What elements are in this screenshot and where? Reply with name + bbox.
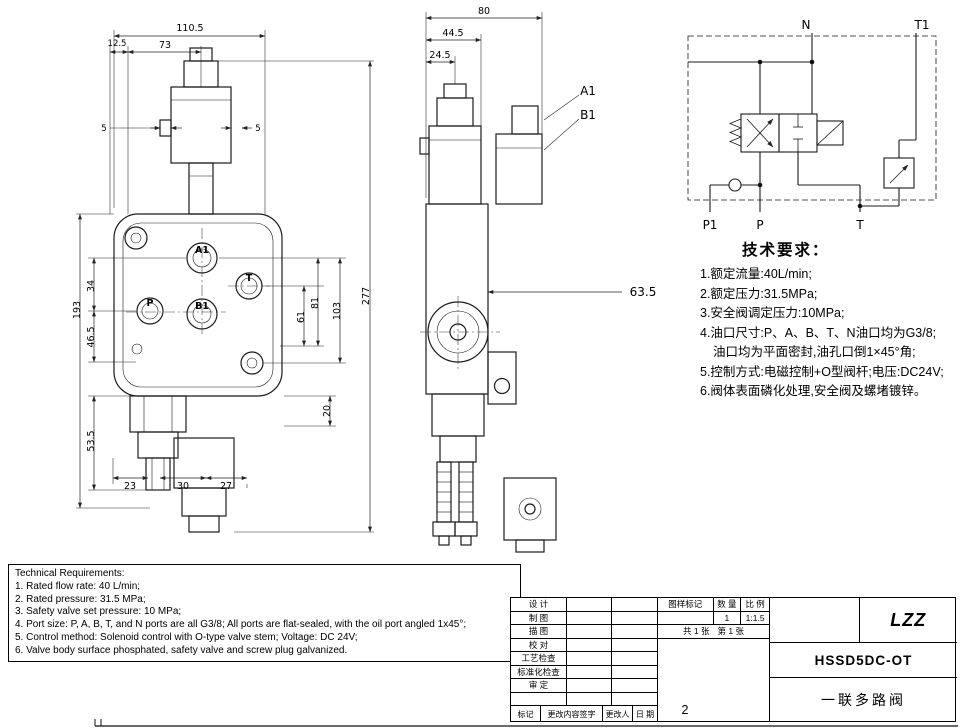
directional-valve-symbol <box>728 113 844 153</box>
solenoid-coil <box>170 86 232 164</box>
schematic-label-t1: T1 <box>914 18 930 32</box>
side-view-dimensions: 80 44.5 24.5 63.5 A1 B1 <box>425 6 657 299</box>
tb-row-label: 标准化检查 <box>511 665 567 678</box>
tech-req-cn-line: 3.安全阀调定压力:10MPa; <box>700 306 845 320</box>
tb-rev-cell: 更改人 <box>603 706 633 722</box>
tech-req-cn-line: 4.油口尺寸:P、A、B、T、N油口均为G3/8; <box>700 325 937 340</box>
tb-row-label: 工艺检查 <box>511 652 567 665</box>
dim-23: 23 <box>124 481 136 492</box>
dim-total-width: 110.5 <box>176 23 203 34</box>
tech-req-en-line: 3. Safety valve set pressure: 10 MPa; <box>15 606 182 618</box>
dim-193: 193 <box>72 301 83 319</box>
dim-81: 81 <box>310 297 321 309</box>
tb-rev-cell: 日 期 <box>635 709 655 719</box>
tb-mark-label: 图样标记 <box>658 598 714 611</box>
tech-req-en-line: 6. Valve body surface phosphated, safety… <box>15 644 348 656</box>
tech-req-en-line: 2. Rated pressure: 31.5 MPa; <box>15 593 146 605</box>
dim-73: 73 <box>159 40 171 51</box>
tb-sheets: 共 1 张 <box>683 626 710 637</box>
dim-5-right: 5 <box>255 124 260 134</box>
dim-80: 80 <box>478 6 490 17</box>
dim-12-5: 12.5 <box>108 39 127 49</box>
tech-req-en-line: 1. Rated flow rate: 40 L/min; <box>15 580 141 592</box>
schematic-label-n: N <box>802 18 811 32</box>
dim-30: 30 <box>177 481 189 492</box>
title-block-signatures: 设 计 制 图 描 图 校 对 工艺检查 标准化检查 审 定 标记 更改内容签字… <box>511 598 657 722</box>
tech-req-cn-line: 2.额定压力:31.5MPa; <box>700 286 818 301</box>
tb-rev-cell: 更改内容签字 <box>541 706 603 722</box>
drawing-number: HSSD5DC-OT <box>770 643 957 678</box>
product-name: 一联多路阀 <box>821 691 906 708</box>
tb-row-label: 设 计 <box>511 598 567 611</box>
tb-row-label: 制 图 <box>511 611 567 624</box>
schematic-boundary <box>687 35 937 201</box>
hydraulic-schematic: N T1 <box>687 18 937 232</box>
tb-row-label <box>511 692 567 705</box>
schematic-label-t: T <box>855 218 864 232</box>
company-logo: LZZ <box>890 609 927 630</box>
title-block-identity: LZZ HSSD5DC-OT 一联多路阀 <box>769 598 957 721</box>
dim-5-left: 5 <box>101 124 106 134</box>
dim-277: 277 <box>361 287 372 305</box>
relief-valve-symbol <box>860 139 916 207</box>
side-view: 80 44.5 24.5 63.5 A1 B1 <box>419 6 657 553</box>
dim-44-5: 44.5 <box>442 28 463 39</box>
front-view-dimensions: 110.5 73 12.5 5 5 34 46.5 53.5 193 277 1… <box>72 23 374 533</box>
tech-req-cn-line: 1.额定流量:40L/min; <box>700 267 812 281</box>
tb-row-label: 审 定 <box>511 679 567 692</box>
tech-req-cn-line: 油口均为平面密封,油孔口倒1×45°角; <box>713 345 916 359</box>
tb-qty-value: 1 <box>714 611 742 624</box>
tb-row-label: 描 图 <box>511 625 567 638</box>
schematic-label-p1: P1 <box>703 218 718 232</box>
tb-revision-row: 标记 更改内容签字 更改人 日 期 <box>511 706 657 722</box>
dim-24-5: 24.5 <box>429 50 450 61</box>
check-valve-symbol <box>728 178 742 192</box>
tech-req-cn-title: 技术要求： <box>742 242 830 259</box>
port-p <box>136 297 164 325</box>
tb-sheet-no: 第 1 张 <box>717 626 744 637</box>
spring-symbol <box>728 118 743 147</box>
tech-req-cn-line: 5.控制方式:电磁控制+O型阀杆;电压:DC24V; <box>700 364 944 379</box>
technical-requirements-en: Technical Requirements: 1. Rated flow ra… <box>8 564 521 662</box>
dim-27: 27 <box>220 481 232 492</box>
valve-body-side <box>425 203 489 395</box>
solenoid-coil-side <box>428 125 482 205</box>
dim-34: 34 <box>86 280 97 292</box>
tech-req-en-line: Technical Requirements: <box>15 568 125 579</box>
tech-req-en-line: 4. Port size: P, A, B, T, and N ports ar… <box>15 619 467 631</box>
tb-row-label: 校 对 <box>511 638 567 651</box>
sheet-frame-marks <box>94 719 958 727</box>
dim-61: 61 <box>296 311 307 323</box>
dim-103: 103 <box>332 302 343 320</box>
tech-req-cn-line: 6.阀体表面磷化处理,安全阀及螺堵镀锌。 <box>700 384 927 398</box>
technical-requirements-cn: 技术要求： 1.额定流量:40L/min; 2.额定压力:31.5MPa; 3.… <box>700 238 958 402</box>
solenoid-symbol <box>816 120 844 146</box>
title-block-stamp: 图样标记 数 量 比 例 1 1:1.5 共 1 张 第 1 张 <box>657 598 769 721</box>
tb-rev-cell: 标记 <box>511 706 541 722</box>
dim-53-5: 53.5 <box>86 430 97 451</box>
side-label-b1: B1 <box>580 108 596 122</box>
title-block: 设 计 制 图 描 图 校 对 工艺检查 标准化检查 审 定 标记 更改内容签字… <box>510 597 957 722</box>
tb-scale-label: 比 例 <box>745 599 765 610</box>
tb-qty-label: 数 量 <box>714 598 742 611</box>
dim-20: 20 <box>322 405 333 417</box>
side-label-a1: A1 <box>580 84 596 98</box>
dim-63-5: 63.5 <box>630 285 657 299</box>
port-label-p: P <box>147 298 154 309</box>
tb-scale-value: 1:1.5 <box>745 612 765 623</box>
tech-req-en-line: 5. Control method: Solenoid control with… <box>15 631 358 643</box>
schematic-label-p: P <box>756 218 763 232</box>
dim-46-5: 46.5 <box>86 326 97 347</box>
port-label-t: T <box>246 273 253 284</box>
sheet-number: 2 <box>681 703 689 717</box>
front-view: A1 T P B1 <box>72 23 374 533</box>
